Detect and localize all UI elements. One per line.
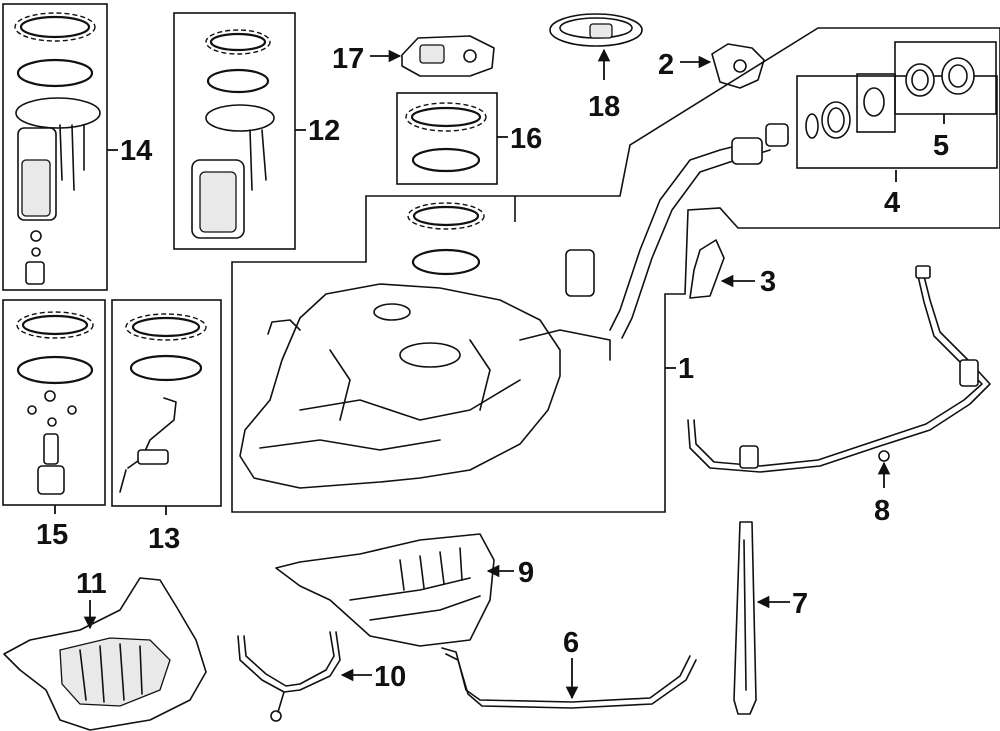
part-8-fuel-line [687,265,991,488]
group-4-subframe [796,75,998,169]
callout-3: 3 [760,266,776,298]
group-15-pump-components [2,299,106,514]
callout-14: 14 [120,135,152,167]
group-12-frame [173,12,296,250]
group-12-fuel-pump [173,12,306,250]
callout-7: 7 [792,588,808,620]
group-4-cap-set [796,73,998,182]
group-16-frame [396,92,498,185]
part-3-bracket [689,239,755,299]
callout-2: 2 [658,49,674,81]
callout-4: 4 [884,187,900,219]
group-5-cap [894,41,997,124]
group-4-filler-outline [231,27,1000,513]
group-14-pump-module [2,3,118,291]
callout-13: 13 [148,523,180,555]
callout-10: 10 [374,661,406,693]
callout-18: 18 [588,91,620,123]
group-13-sender-unit [111,299,222,515]
part-17-cover [370,35,495,77]
part-7-bracket [733,521,790,715]
part-10-strap [237,631,372,722]
part-9-heat-shield [275,533,514,647]
part-2-valve [680,43,765,89]
callout-6: 6 [563,627,579,659]
callout-8: 8 [874,495,890,527]
part-18-plate [549,13,643,80]
part-11-under-cover [3,577,207,731]
callout-5: 5 [933,130,949,162]
group-5-frame [894,41,997,115]
callout-17: 17 [332,43,364,75]
group-14-frame [2,3,108,291]
callout-15: 15 [36,519,68,551]
part-1-fuel-tank [239,202,676,489]
callout-1: 1 [678,353,694,385]
filler-neck [565,123,789,339]
group-4-frame [231,27,1000,513]
callout-16: 16 [510,123,542,155]
part-6-strap [441,647,697,709]
group-16-seal-set [396,92,508,185]
callout-9: 9 [518,557,534,589]
group-15-frame [2,299,106,506]
callout-11: 11 [76,568,107,600]
callout-12: 12 [308,115,340,147]
